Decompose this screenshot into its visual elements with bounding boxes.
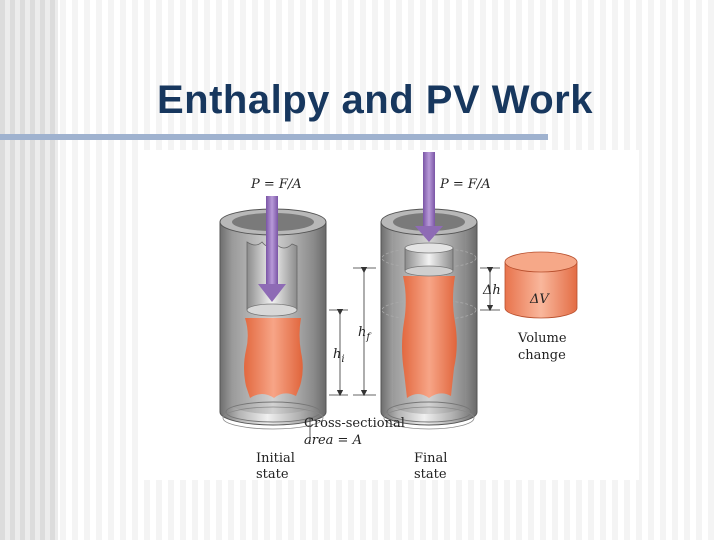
left-stripe-decoration [0, 0, 58, 540]
final-piston [404, 242, 454, 277]
initial-gas [244, 318, 303, 398]
initial-state-label-line2: state [256, 467, 289, 480]
delta-h-label: Δh [482, 283, 501, 298]
delta-v-label: ΔV [529, 292, 550, 307]
height-initial-dimension [329, 308, 348, 397]
height-final-label: hf [358, 325, 372, 343]
piston-diagram: P = F/A P = F/A hf hi Δh ΔV Volume chang… [144, 150, 639, 480]
final-pressure-arrow [415, 152, 443, 242]
volume-change-label-line1: Volume [517, 331, 567, 346]
delta-h-dimension [480, 266, 500, 312]
volume-change-label-line2: change [518, 348, 566, 363]
height-final-dimension [353, 266, 376, 397]
final-state-label-line1: Final [414, 451, 447, 466]
height-initial-label: hi [333, 347, 345, 365]
initial-state-label-line1: Initial [256, 451, 295, 466]
pressure-label-final: P = F/A [439, 177, 491, 192]
area-label-line1: Cross-sectional [304, 416, 405, 431]
final-state-label-line2: state [414, 467, 447, 480]
piston-diagram-svg: P = F/A P = F/A hf hi Δh ΔV Volume chang… [219, 152, 578, 480]
area-label-line2: area = A [304, 433, 362, 448]
initial-pressure-arrow [258, 196, 286, 302]
pressure-label-initial: P = F/A [250, 177, 302, 192]
delta-v-cylinder [504, 251, 578, 319]
slide-title: Enthalpy and PV Work [157, 78, 593, 122]
final-gas [402, 276, 457, 398]
title-underline [0, 134, 548, 140]
